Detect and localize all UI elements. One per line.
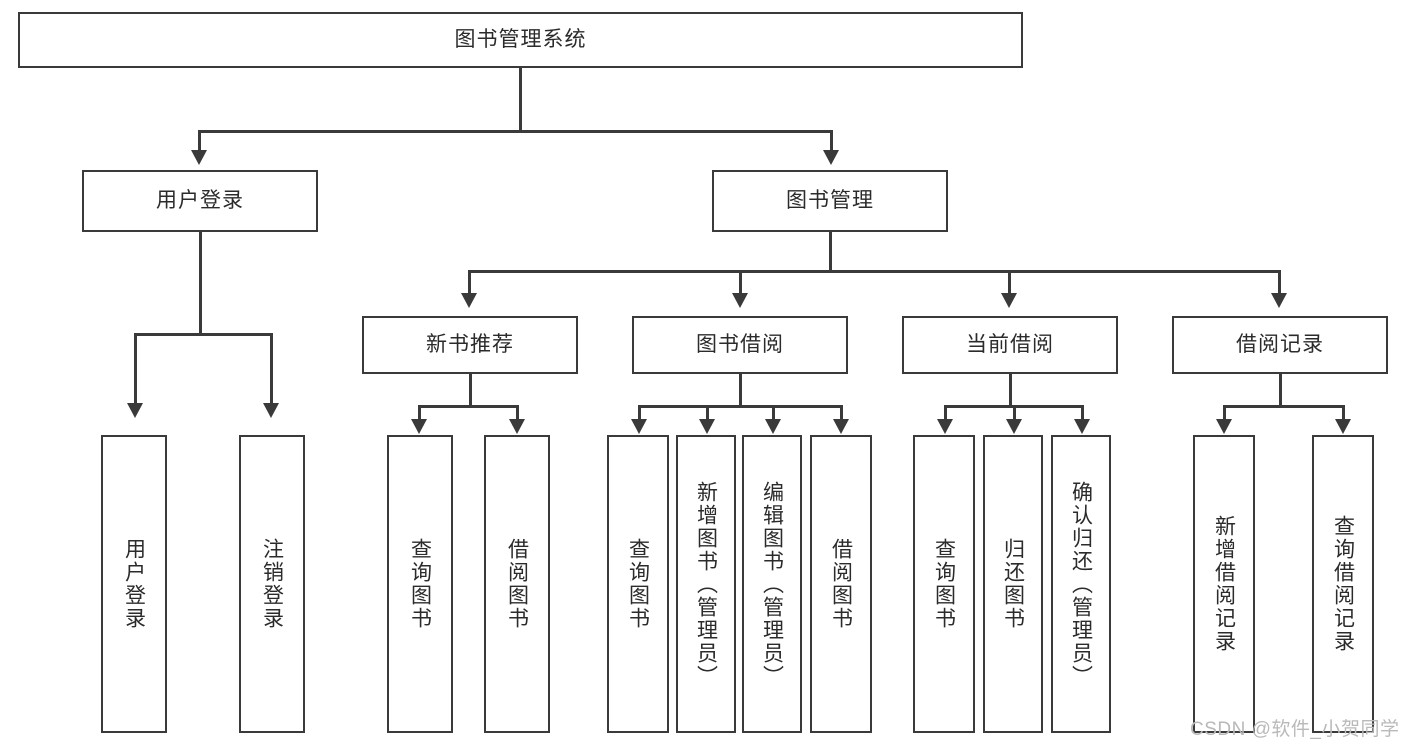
node-label: 查询图书 (626, 538, 650, 630)
leaf-add-borrow-record[interactable]: 新增借阅记录 (1193, 435, 1255, 733)
node-label: 查询图书 (932, 538, 956, 630)
node-label: 图书管理系统 (454, 28, 587, 52)
node-label: 查询图书 (408, 538, 432, 630)
node-label: 借阅图书 (505, 538, 529, 630)
arrowhead-nbr-leaf1 (411, 419, 427, 434)
connector-to-user-login (198, 130, 201, 152)
arrowhead-cb-leaf2 (1006, 419, 1022, 434)
node-label: 确认归还（管理员） (1069, 480, 1093, 688)
connector-bb-leaf3 (772, 405, 775, 421)
connector-to-current-borrow (1008, 270, 1011, 295)
node-root-book-management-system[interactable]: 图书管理系统 (18, 12, 1023, 68)
connector-user-login-bar (134, 333, 272, 336)
connector-to-book-management (830, 130, 833, 152)
arrowhead-user-login-leaf2 (263, 403, 279, 418)
arrowhead-cb-leaf1 (937, 419, 953, 434)
arrowhead-to-book-management (823, 150, 839, 165)
connector-cb-leaf1 (944, 405, 947, 421)
connector-new-book-recommend-stem (469, 374, 472, 407)
arrowhead-to-borrow-record (1271, 293, 1287, 308)
leaf-logout-login[interactable]: 注销登录 (239, 435, 305, 733)
node-label: 新增借阅记录 (1212, 515, 1236, 653)
connector-level2-bar (198, 130, 832, 133)
connector-to-new-book-recommend (468, 270, 471, 295)
leaf-borrow-book-recommend[interactable]: 借阅图书 (484, 435, 550, 733)
node-label: 新书推荐 (426, 333, 514, 357)
connector-user-login-stem (199, 232, 202, 335)
leaf-edit-book-admin[interactable]: 编辑图书（管理员） (742, 435, 802, 733)
arrowhead-to-user-login (191, 150, 207, 165)
leaf-borrow-book[interactable]: 借阅图书 (810, 435, 872, 733)
leaf-query-book-recommend[interactable]: 查询图书 (387, 435, 453, 733)
node-label: 当前借阅 (966, 333, 1054, 357)
arrowhead-bb-leaf2 (699, 419, 715, 434)
connector-br-leaf2 (1342, 405, 1345, 421)
node-label: 用户登录 (156, 189, 244, 213)
connector-bb-leaf2 (706, 405, 709, 421)
arrowhead-br-leaf1 (1216, 419, 1232, 434)
connector-user-login-leaf1 (134, 333, 137, 405)
connector-cb-leaf2 (1013, 405, 1016, 421)
node-borrow-record[interactable]: 借阅记录 (1172, 316, 1388, 374)
node-user-login[interactable]: 用户登录 (82, 170, 318, 232)
node-label: 借阅记录 (1236, 333, 1324, 357)
csdn-watermark: CSDN @软件_小贺同学 (1190, 719, 1400, 740)
connector-borrow-record-stem (1279, 374, 1282, 407)
arrowhead-br-leaf2 (1335, 419, 1351, 434)
connector-bb-leaf1 (638, 405, 641, 421)
connector-cb-leaf3 (1081, 405, 1084, 421)
node-label: 图书管理 (786, 189, 874, 213)
connector-nbr-leaf2 (516, 405, 519, 421)
leaf-query-book-borrow[interactable]: 查询图书 (607, 435, 669, 733)
leaf-return-book[interactable]: 归还图书 (983, 435, 1043, 733)
connector-user-login-leaf2 (270, 333, 273, 405)
connector-new-book-recommend-bar (418, 405, 518, 408)
node-label: 图书借阅 (696, 333, 784, 357)
connector-borrow-record-bar (1223, 405, 1344, 408)
arrowhead-bb-leaf4 (833, 419, 849, 434)
arrowhead-cb-leaf3 (1074, 419, 1090, 434)
node-label: 借阅图书 (829, 538, 853, 630)
connector-book-borrow-bar (638, 405, 840, 408)
arrowhead-nbr-leaf2 (509, 419, 525, 434)
connector-to-borrow-record (1278, 270, 1281, 295)
node-label: 用户登录 (122, 538, 146, 630)
connector-bb-leaf4 (840, 405, 843, 421)
connector-br-leaf1 (1223, 405, 1226, 421)
leaf-confirm-return-admin[interactable]: 确认归还（管理员） (1051, 435, 1111, 733)
connector-book-management-stem (829, 232, 832, 272)
arrowhead-to-current-borrow (1001, 293, 1017, 308)
arrowhead-user-login-leaf1 (127, 403, 143, 418)
connector-current-borrow-bar (944, 405, 1081, 408)
connector-nbr-leaf1 (418, 405, 421, 421)
connector-book-borrow-stem (739, 374, 742, 407)
leaf-query-borrow-record[interactable]: 查询借阅记录 (1312, 435, 1374, 733)
node-book-management[interactable]: 图书管理 (712, 170, 948, 232)
connector-current-borrow-stem (1009, 374, 1012, 407)
node-label: 注销登录 (260, 538, 284, 630)
arrowhead-bb-leaf1 (631, 419, 647, 434)
node-label: 新增图书（管理员） (694, 480, 718, 688)
arrowhead-to-book-borrow (732, 293, 748, 308)
node-label: 查询借阅记录 (1331, 515, 1355, 653)
node-label: 编辑图书（管理员） (760, 480, 784, 688)
connector-to-book-borrow (739, 270, 742, 295)
node-new-book-recommend[interactable]: 新书推荐 (362, 316, 578, 374)
node-label: 归还图书 (1001, 538, 1025, 630)
arrowhead-to-new-book-recommend (461, 293, 477, 308)
leaf-query-book-current[interactable]: 查询图书 (913, 435, 975, 733)
connector-root-stem (519, 68, 522, 132)
node-current-borrow[interactable]: 当前借阅 (902, 316, 1118, 374)
leaf-add-book-admin[interactable]: 新增图书（管理员） (676, 435, 736, 733)
leaf-user-login[interactable]: 用户登录 (101, 435, 167, 733)
connector-level3-bar (468, 270, 1280, 273)
arrowhead-bb-leaf3 (765, 419, 781, 434)
node-book-borrow[interactable]: 图书借阅 (632, 316, 848, 374)
